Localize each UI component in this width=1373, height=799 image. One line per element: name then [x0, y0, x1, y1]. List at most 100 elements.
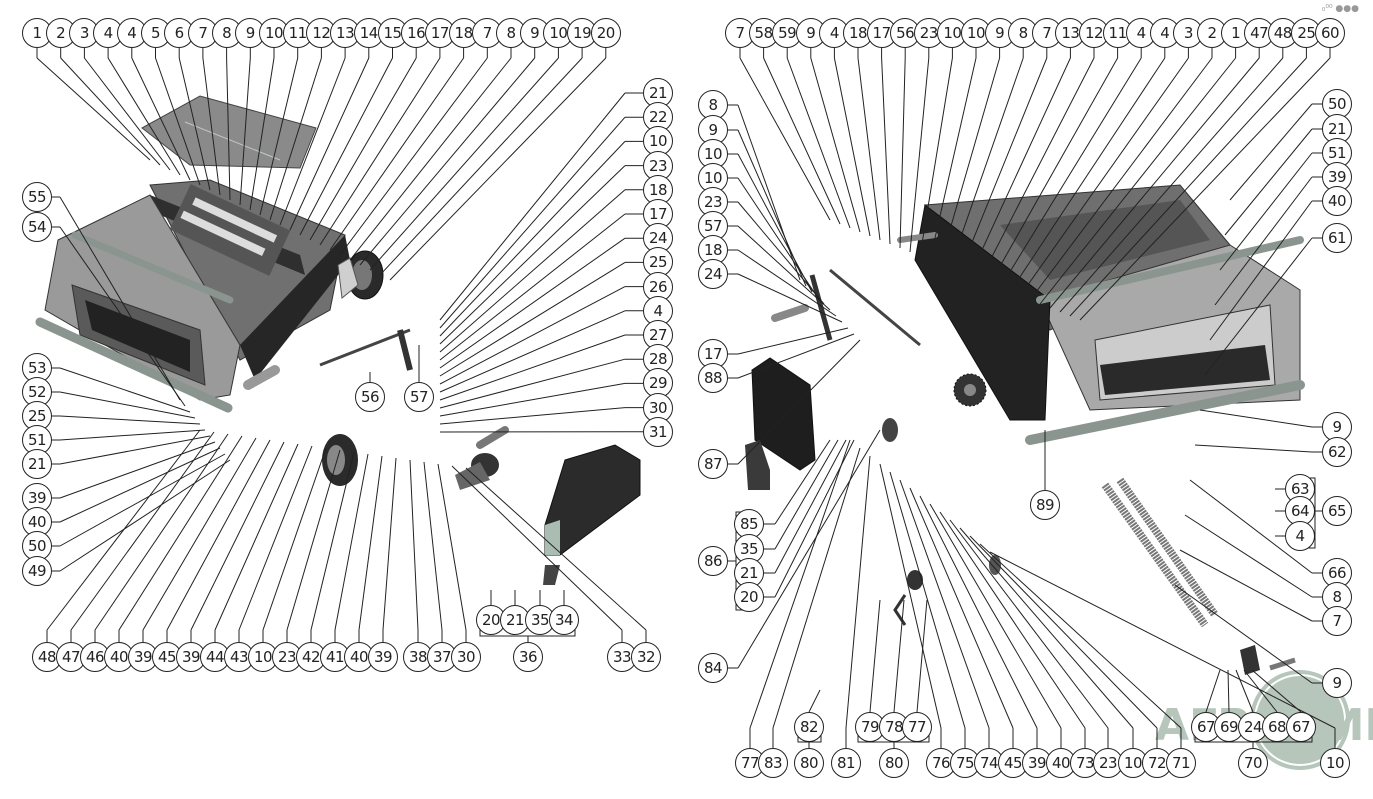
- leader-line: [1179, 549, 1313, 622]
- leader-line: [869, 599, 881, 713]
- leader-line: [465, 467, 647, 631]
- leader-line: [737, 429, 881, 669]
- right-rod: [829, 268, 921, 347]
- leader-line: [808, 689, 821, 713]
- part-callout: 39: [176, 642, 206, 672]
- leader-line: [439, 261, 626, 377]
- leader-lines: [36, 48, 1336, 748]
- leader-line: [269, 57, 322, 221]
- leader-line: [262, 447, 327, 631]
- right-bolt: [1269, 657, 1296, 671]
- right-tensioner-arm: [882, 418, 898, 442]
- leader-line: [889, 471, 966, 729]
- leader-line: [909, 57, 930, 253]
- leader-line: [1214, 176, 1313, 306]
- leader-line: [439, 165, 626, 345]
- leader-line: [763, 57, 841, 225]
- leader-line: [919, 57, 953, 257]
- leader-line: [59, 226, 186, 407]
- part-callout: 18: [643, 174, 673, 205]
- leader-line: [929, 503, 1062, 729]
- leader-line: [214, 443, 299, 631]
- part-callout: 10: [1320, 748, 1350, 778]
- part-callout: 39: [128, 642, 158, 672]
- leader-line: [737, 327, 849, 355]
- leader-line: [59, 453, 226, 547]
- part-callout: 20: [734, 582, 764, 612]
- part-callout: 77: [902, 712, 932, 742]
- leader-line: [439, 310, 626, 393]
- leader-line: [84, 57, 171, 171]
- leader-line: [1079, 57, 1331, 321]
- leader-line: [382, 457, 397, 631]
- right-springs: [1101, 477, 1219, 628]
- part-callout: 11: [1102, 18, 1133, 48]
- leader-line: [919, 495, 1038, 729]
- part-callout: 54: [22, 212, 52, 242]
- leader-line: [969, 535, 1158, 729]
- leader-line: [949, 519, 1109, 729]
- leader-line: [899, 57, 906, 249]
- leader-line: [309, 57, 417, 241]
- leader-line: [939, 511, 1086, 729]
- leader-line: [737, 153, 813, 293]
- leader-line: [774, 439, 839, 550]
- part-callout: 7: [725, 18, 755, 48]
- leader-line: [118, 435, 243, 631]
- leader-line: [1039, 57, 1236, 305]
- leader-line: [59, 391, 196, 419]
- part-callout: 87: [698, 449, 728, 479]
- group-callout-36: 36: [513, 642, 543, 672]
- leader-line: [59, 429, 206, 441]
- part-callout: 34: [549, 605, 579, 635]
- leader-line: [1029, 57, 1213, 301]
- right-lever: [809, 274, 833, 341]
- part-callout: 71: [1166, 748, 1196, 778]
- part-callout: 55: [22, 182, 52, 212]
- group-callout-86: 86: [698, 546, 728, 576]
- leader-line: [259, 57, 299, 216]
- leader-line: [737, 333, 855, 379]
- leader-line: [737, 177, 819, 299]
- corner-mark: ₀⁰⁰ ●●●: [1321, 4, 1359, 14]
- part-callout: 32: [631, 642, 661, 672]
- leader-line: [939, 57, 1001, 265]
- right-small-sprocket: [907, 570, 923, 590]
- part-callout: 56: [355, 382, 385, 412]
- leader-line: [59, 196, 181, 401]
- leader-line: [1235, 669, 1254, 713]
- leader-line: [59, 415, 201, 425]
- leader-line: [451, 465, 623, 631]
- leader-line: [893, 599, 905, 713]
- part-callout: 30: [451, 642, 481, 672]
- leader-line: [1243, 669, 1278, 713]
- leader-line: [1219, 152, 1313, 271]
- part-callout: 17: [698, 339, 728, 369]
- leader-line: [1204, 237, 1313, 376]
- part-callout: 41: [320, 642, 350, 672]
- part-callout: 57: [404, 382, 434, 412]
- leader-line: [749, 439, 851, 729]
- left-pulley-wheel: [337, 250, 384, 300]
- leader-line: [786, 57, 851, 229]
- left-tensioner-assembly: [455, 453, 499, 490]
- leader-line: [239, 57, 251, 206]
- part-callout: 23: [643, 150, 673, 181]
- part-callout: 84: [698, 653, 728, 683]
- leader-line: [439, 237, 626, 369]
- left-housing: [35, 179, 350, 413]
- part-callout: 19: [567, 18, 598, 48]
- group-callout-65: 65: [1322, 496, 1352, 526]
- leader-line: [959, 527, 1134, 729]
- part-callout: 7: [1322, 606, 1352, 636]
- part-callout: 45: [998, 748, 1028, 778]
- right-bracket: [1240, 645, 1260, 675]
- leader-line: [439, 213, 626, 361]
- leader-line: [1251, 669, 1302, 713]
- leader-line: [1229, 103, 1313, 201]
- leader-line: [772, 447, 861, 729]
- part-callout: 40: [1322, 186, 1352, 216]
- part-callout: 9: [1322, 668, 1352, 698]
